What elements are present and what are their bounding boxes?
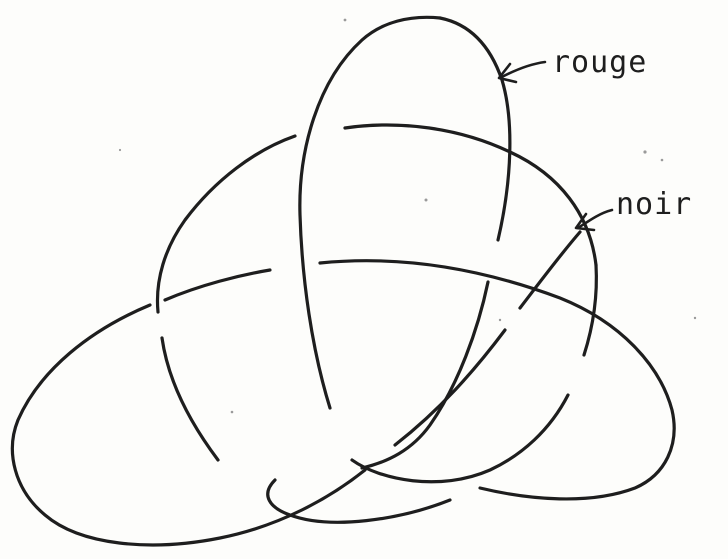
middle-band-left	[165, 270, 270, 300]
bottom-crossing-right	[520, 232, 580, 308]
rouge-strand-right	[440, 18, 510, 240]
rouge-label: rouge	[552, 45, 647, 80]
middle-band-right	[320, 261, 674, 499]
left-lobe-inner	[162, 338, 218, 460]
left-lobe-upper	[157, 136, 295, 312]
noir-strand-top	[345, 125, 596, 265]
rouge-strand-left	[300, 17, 440, 408]
noir-label: noir	[616, 187, 692, 222]
noir-strand-bottom	[352, 395, 568, 482]
bottom-crossing-left	[395, 330, 505, 445]
bottom-small-lobe	[268, 480, 450, 522]
